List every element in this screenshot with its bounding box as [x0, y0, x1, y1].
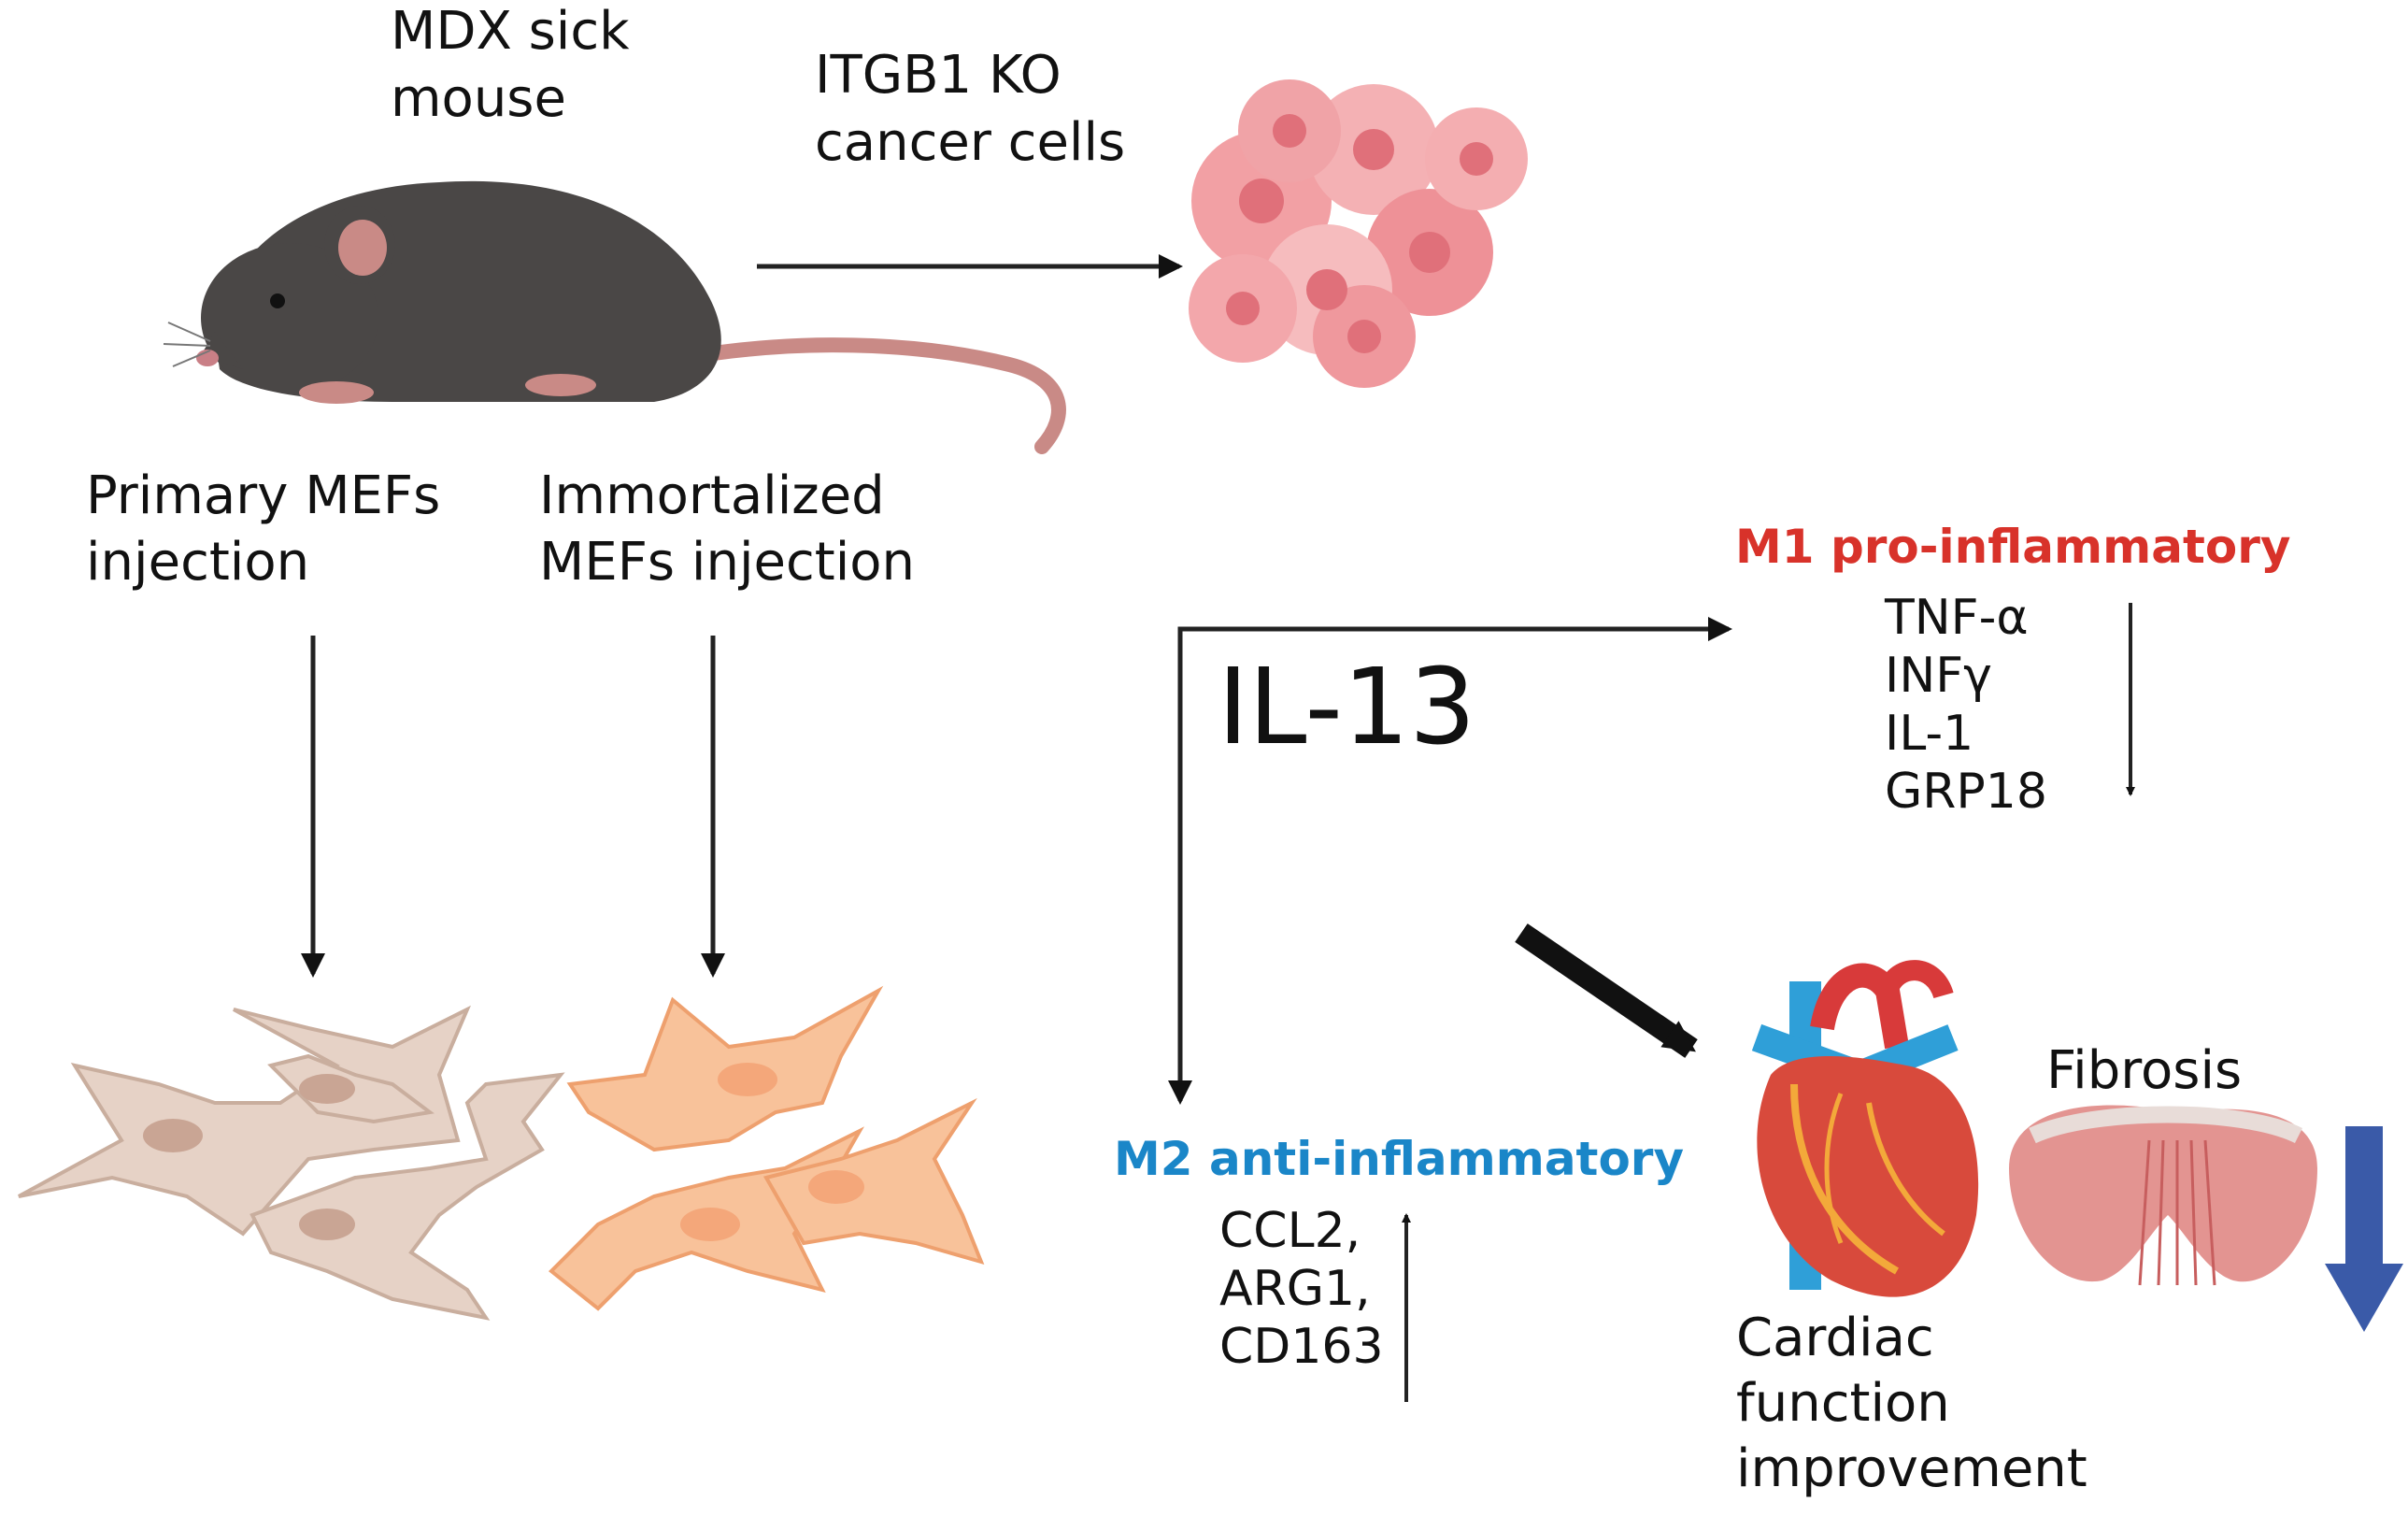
mouse-illustration: [163, 180, 1066, 454]
cardiac-label-line-3: improvement: [1736, 1438, 2087, 1499]
mouse-label-line-1: MDX sick: [391, 1, 630, 62]
cancer-label-line-1: ITGB1 KO: [815, 45, 1062, 106]
il13-label: IL-13: [1218, 647, 1476, 768]
diaphragm-illustration: [2009, 1105, 2317, 1286]
m1-marker-2: INFγ: [1885, 648, 1992, 704]
primary-label-line-1: Primary MEFs: [86, 465, 441, 526]
primary-mef-cells: [18, 1005, 565, 1321]
cancer-label-line-2: cancer cells: [815, 112, 1126, 173]
m1-title: M1 pro-inflammatory: [1735, 520, 2291, 574]
m2-marker-1: CCL2,: [1219, 1203, 1361, 1259]
immortalized-mef-cells: [549, 985, 985, 1311]
cardiac-label-line-1: Cardiac: [1736, 1308, 1934, 1368]
immortalized-label-line-2: MEFs injection: [539, 532, 916, 593]
primary-label-line-2: injection: [86, 532, 310, 593]
m1-marker-1: TNF-α: [1885, 590, 2029, 646]
down-arrow-icon: [2325, 1126, 2403, 1332]
m2-title: M2 anti-inflammatory: [1114, 1132, 1685, 1186]
m1-marker-4: GRP18: [1885, 764, 2047, 820]
fibrosis-label: Fibrosis: [2046, 1040, 2243, 1101]
m2-marker-3: CD163: [1219, 1319, 1384, 1375]
immortalized-label-line-1: Immortalized: [539, 465, 885, 526]
m1-marker-3: IL-1: [1885, 706, 1974, 762]
arrow-to-outcome: [1515, 923, 1698, 1058]
m2-marker-2: ARG1,: [1219, 1261, 1371, 1317]
mouse-label-line-2: mouse: [391, 68, 566, 129]
cancer-cells-illustration: [1189, 79, 1528, 388]
heart-illustration: [1751, 960, 1979, 1297]
cardiac-label-line-2: function: [1736, 1373, 1950, 1434]
